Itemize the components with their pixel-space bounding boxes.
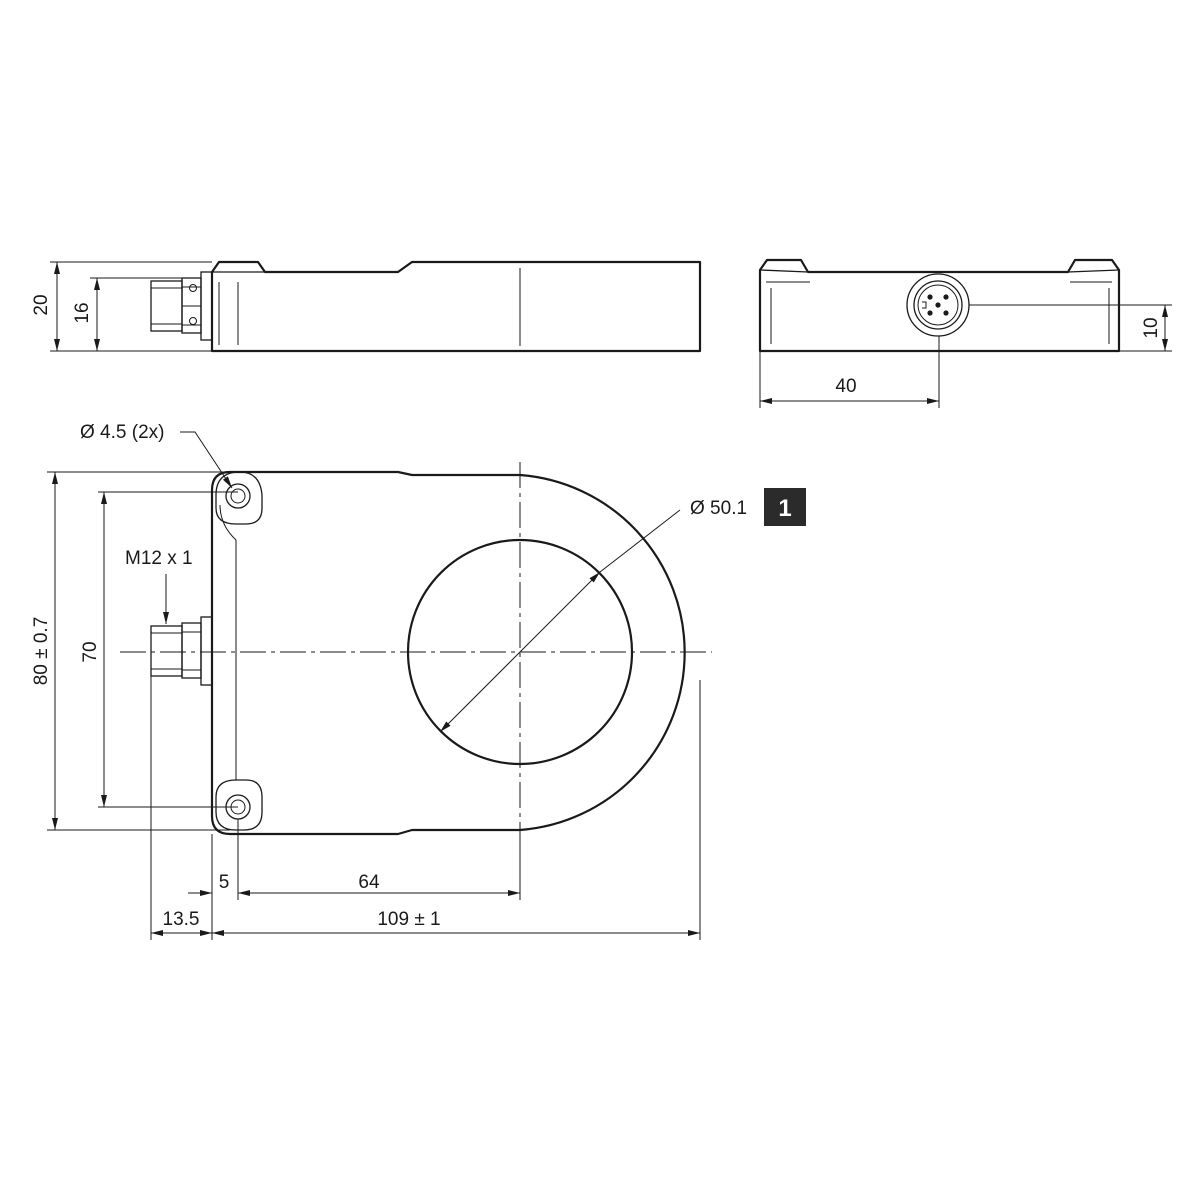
top-view-body xyxy=(210,470,686,836)
end-view: 10 40 xyxy=(758,258,1172,408)
dim-connector-axis-height: 10 xyxy=(1141,317,1162,338)
top-view-connector xyxy=(150,616,213,686)
dim-hole-spacing: 70 xyxy=(80,641,101,662)
note-badge-number: 1 xyxy=(778,495,791,522)
top-view: Ø 50.1 1 Ø 4.5 (2x) M12 x 1 80 ± 0.7 70 … xyxy=(31,422,806,940)
bore-diameter-label: Ø 50.1 xyxy=(690,498,747,519)
dim-height-body: 80 ± 0.7 xyxy=(31,617,52,686)
side-view: 20 16 xyxy=(31,260,702,353)
lower-mounting-hole xyxy=(215,779,263,831)
side-view-body xyxy=(210,260,702,353)
m12-connector-face xyxy=(906,273,970,337)
upper-mounting-hole xyxy=(215,471,263,525)
dim-height-connector: 16 xyxy=(72,302,93,323)
dim-hole-offset: 5 xyxy=(219,872,230,893)
dim-width-end: 40 xyxy=(835,376,856,397)
side-view-connector xyxy=(150,271,213,341)
dim-connector-length: 13.5 xyxy=(163,909,200,930)
dim-height-total: 20 xyxy=(31,294,52,315)
dim-length-total: 109 ± 1 xyxy=(377,909,440,930)
thread-label: M12 x 1 xyxy=(125,548,193,569)
dim-hole-to-center: 64 xyxy=(358,872,380,893)
hole-diameter-label: Ø 4.5 (2x) xyxy=(80,422,164,443)
note-badge xyxy=(764,488,806,526)
